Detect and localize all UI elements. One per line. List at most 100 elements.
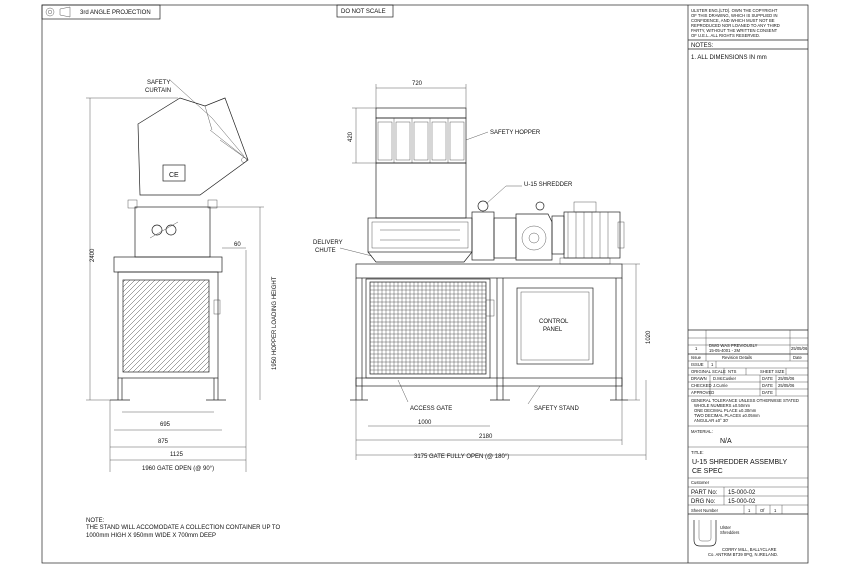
dim-60: 60 (234, 242, 241, 248)
projection-box: 3rd ANGLE PROJECTION (41, 4, 161, 20)
checked-name: J.Currie (713, 383, 728, 388)
access-gate-label: ACCESS GATE (410, 406, 452, 412)
rotor-left-icon (151, 224, 163, 236)
issue-value: 1 (711, 362, 714, 367)
control-panel-label-2: PANEL (543, 327, 563, 333)
dim-695: 695 (160, 422, 171, 428)
sheet-border (41, 4, 809, 564)
material-label: MATERIAL: (691, 429, 713, 434)
dim-3175-gate-fully-open: 3175 GATE FULLY OPEN (@ 180°) (414, 454, 509, 460)
tolerance-line-4: TWO DECIMAL PLACES ±0.05mm (694, 413, 760, 418)
revision-number: 1 (695, 346, 698, 351)
bottom-note-heading: NOTE: (86, 518, 105, 524)
dim-1000: 1000 (418, 420, 432, 426)
sheet-size-label: SHEET SIZE (760, 369, 785, 374)
shaft-end-icon (477, 200, 489, 212)
copyright-line-3: CONFIDENCE, AND WHICH MUST NOT BE (691, 18, 775, 23)
drg-no-value: 15-000-02 (728, 499, 756, 505)
company-address-2: Co. ANTRIM BT39 0PQ, N.IRELAND. (708, 552, 778, 557)
scale-label: ORIGINAL SCALE (691, 369, 726, 374)
revision-date: 25/05/06 (791, 346, 808, 351)
revision-desc-1: DWG WAS PREVIOUSLY (709, 343, 758, 348)
drawn-name: D.McCusker (713, 376, 737, 381)
customer-label: Customer (691, 480, 710, 485)
company-logo: Ulster Shredders (693, 520, 739, 547)
scale-value: NTS (728, 369, 737, 374)
control-panel-label-1: CONTROL (539, 319, 569, 325)
projection-circle-icon (45, 7, 55, 17)
copyright-line-2: OF THIS DRAWING, WHICH IS SUPPLIED IN (691, 13, 778, 18)
dim-1950-hopper-loading-height: 1950 HOPPER LOADING HEIGHT (272, 276, 278, 370)
delivery-chute-label-2: CHUTE (315, 248, 336, 254)
logo-text-1: Ulster (720, 525, 732, 530)
lifting-eye-icon (535, 201, 545, 211)
material-value: N/A (720, 438, 732, 445)
title-line-2: CE SPEC (692, 468, 723, 475)
projection-label: 3rd ANGLE PROJECTION (80, 10, 151, 16)
dim-1960-gate-open: 1960 GATE OPEN (@ 90°) (142, 466, 214, 472)
approved-date-label: DATE (762, 390, 773, 395)
side-gate-hatch (123, 280, 209, 372)
do-not-scale-label: DO NOT SCALE (341, 9, 386, 15)
drg-no-label: DRG No: (691, 499, 716, 505)
part-no-label: PART No: (691, 490, 718, 496)
sheet-number-value: 1 (748, 508, 751, 513)
front-view: CONTROL PANEL SAFETY HOPPER U-15 SHREDDE… (313, 81, 652, 460)
rotor-right-icon (165, 224, 177, 236)
safety-curtain-label-2: CURTAIN (145, 88, 171, 94)
drawn-date: 25/05/06 (778, 376, 795, 381)
safety-stand-label: SAFETY STAND (534, 406, 579, 412)
control-panel-box (516, 287, 594, 365)
title-label: TITLE: (691, 450, 704, 455)
projection-cone-icon (59, 6, 71, 18)
bottom-note: NOTE: THE STAND WILL ACCOMODATE A COLLEC… (86, 518, 280, 539)
do-not-scale-box: DO NOT SCALE (336, 4, 394, 18)
sheet-total: 1 (774, 508, 777, 513)
access-gate-mesh (370, 282, 486, 374)
company-address-1: CORRY MILL, BALLYCLARE (722, 547, 777, 552)
rev-header-issue: Issue (691, 355, 702, 360)
ce-mark: CE (169, 172, 179, 179)
drawn-label: DRAWN (691, 376, 707, 381)
ulster-shredders-logo-icon (693, 520, 717, 547)
bottom-note-line-2: 1000mm HIGH X 950mm WIDE X 700mm DEEP (86, 533, 216, 539)
safety-curtain-label-1: SAFETY (147, 80, 170, 86)
tolerance-line-5: ANGULAR ±0° 30' (694, 418, 729, 423)
issue-label: ISSUE (691, 362, 704, 367)
rev-header-date: Date (793, 355, 803, 360)
bottom-note-line-1: THE STAND WILL ACCOMODATE A COLLECTION C… (86, 525, 280, 531)
dim-2180: 2180 (479, 434, 493, 440)
copyright-line-1: ULSTER ENG.(LTD). OWN THE COPYRIGHT (691, 8, 778, 13)
delivery-chute-label-1: DELIVERY (313, 240, 343, 246)
notes-heading: NOTES: (691, 43, 714, 49)
dim-875: 875 (158, 439, 169, 445)
copyright-line-5: PARTY, WITHOUT THE WRITTEN CONSENT (691, 28, 778, 33)
copyright-line-4: REPRODUCED NOR LOANED TO ANY THIRD (691, 23, 780, 28)
sheet-of-label: Of (760, 508, 765, 513)
revision-desc-2: 15-05-4001 - 2M (709, 348, 740, 353)
approved-label: APPROVED (691, 390, 714, 395)
rev-header-details: Revision Details (722, 355, 752, 360)
copyright-line-6: OF U.E.L. ALL RIGHTS RESERVED. (691, 33, 760, 38)
dim-420: 420 (348, 131, 354, 142)
title-line-1: U-15 SHREDDER ASSEMBLY (692, 459, 788, 466)
checked-date: 25/05/06 (778, 383, 795, 388)
title-block: ULSTER ENG.(LTD). OWN THE COPYRIGHT OF T… (688, 8, 808, 557)
safety-hopper-label: SAFETY HOPPER (490, 130, 541, 136)
tolerance-line-2: WHOLE NUMBERS ±0.50mm (694, 403, 751, 408)
drawn-date-label: DATE (762, 376, 773, 381)
checked-label: CHECKED (691, 383, 711, 388)
tolerance-line-3: ONE DECIMAL PLACE ±0.30mm (694, 408, 757, 413)
notes-item-1: 1. ALL DIMENSIONS IN mm (691, 55, 767, 61)
part-no-value: 15-000-02 (728, 490, 756, 496)
dim-720: 720 (412, 81, 423, 87)
dim-2400: 2400 (90, 248, 96, 262)
tolerance-line-1: GENERAL TOLERANCE UNLESS OTHERWISE STATE… (691, 398, 799, 403)
dim-1020: 1020 (646, 330, 652, 344)
logo-text-2: Shredders (720, 530, 739, 535)
dim-1125: 1125 (170, 452, 184, 458)
checked-date-label: DATE (762, 383, 773, 388)
side-view: CE SAFETY CURTAIN 2400 19 (86, 79, 278, 472)
